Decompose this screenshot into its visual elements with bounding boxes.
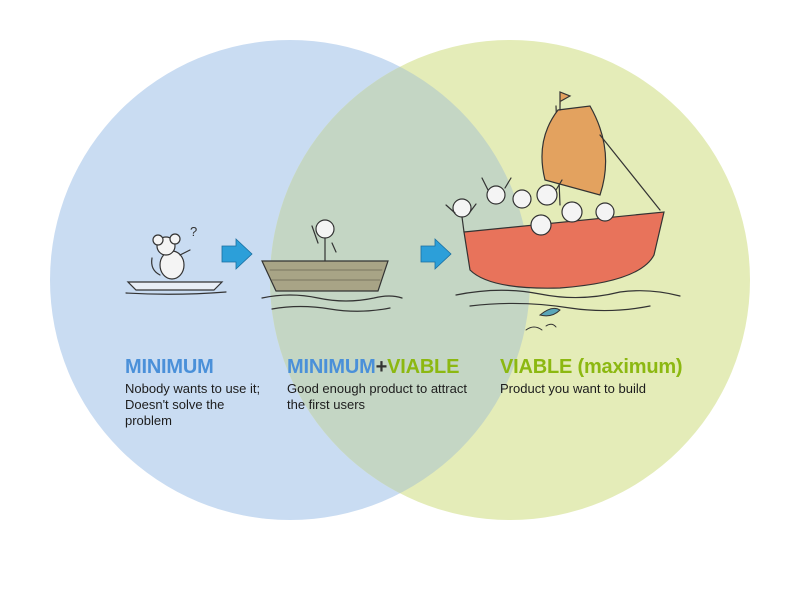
viable-description: Product you want to build	[500, 381, 730, 397]
rowboat-person-icon	[261, 219, 403, 312]
minimum-desc-line3: problem	[125, 413, 172, 428]
minimum-heading: MINIMUM	[125, 356, 214, 378]
arrow-right-icon	[221, 238, 253, 270]
minimum-label: MINIMUM Nobody wants to use it; Doesn't …	[125, 356, 265, 429]
heading-minimum-part: MINIMUM	[287, 356, 376, 378]
minimum-viable-heading: MINIMUM+VIABLE	[287, 356, 487, 378]
minimum-viable-label: MINIMUM+VIABLE Good enough product to at…	[287, 356, 487, 413]
arrow-right-icon	[420, 238, 452, 270]
mouse-on-raft-icon: ?	[125, 224, 227, 295]
middle-desc-line1: Good enough product to attract	[287, 381, 467, 396]
viable-label: VIABLE (maximum) Product you want to bui…	[500, 356, 730, 397]
viable-heading-part2: (maximum)	[577, 356, 683, 378]
minimum-viable-description: Good enough product to attract the first…	[287, 381, 487, 413]
ship-crowd-icon	[445, 91, 681, 312]
minimum-desc-line2: Doesn't solve the	[125, 397, 225, 412]
minimum-desc-line1: Nobody wants to use it;	[125, 381, 261, 396]
fish-icon	[525, 307, 561, 331]
heading-plus: +	[375, 356, 388, 378]
viable-heading-part1: VIABLE	[500, 356, 573, 378]
svg-text:?: ?	[190, 224, 197, 239]
viable-desc-line1: Product you want to build	[500, 381, 646, 396]
heading-viable-part: VIABLE	[387, 356, 460, 378]
middle-desc-line2: the first users	[287, 397, 366, 412]
minimum-description: Nobody wants to use it; Doesn't solve th…	[125, 381, 265, 429]
viable-heading: VIABLE (maximum)	[500, 356, 730, 378]
